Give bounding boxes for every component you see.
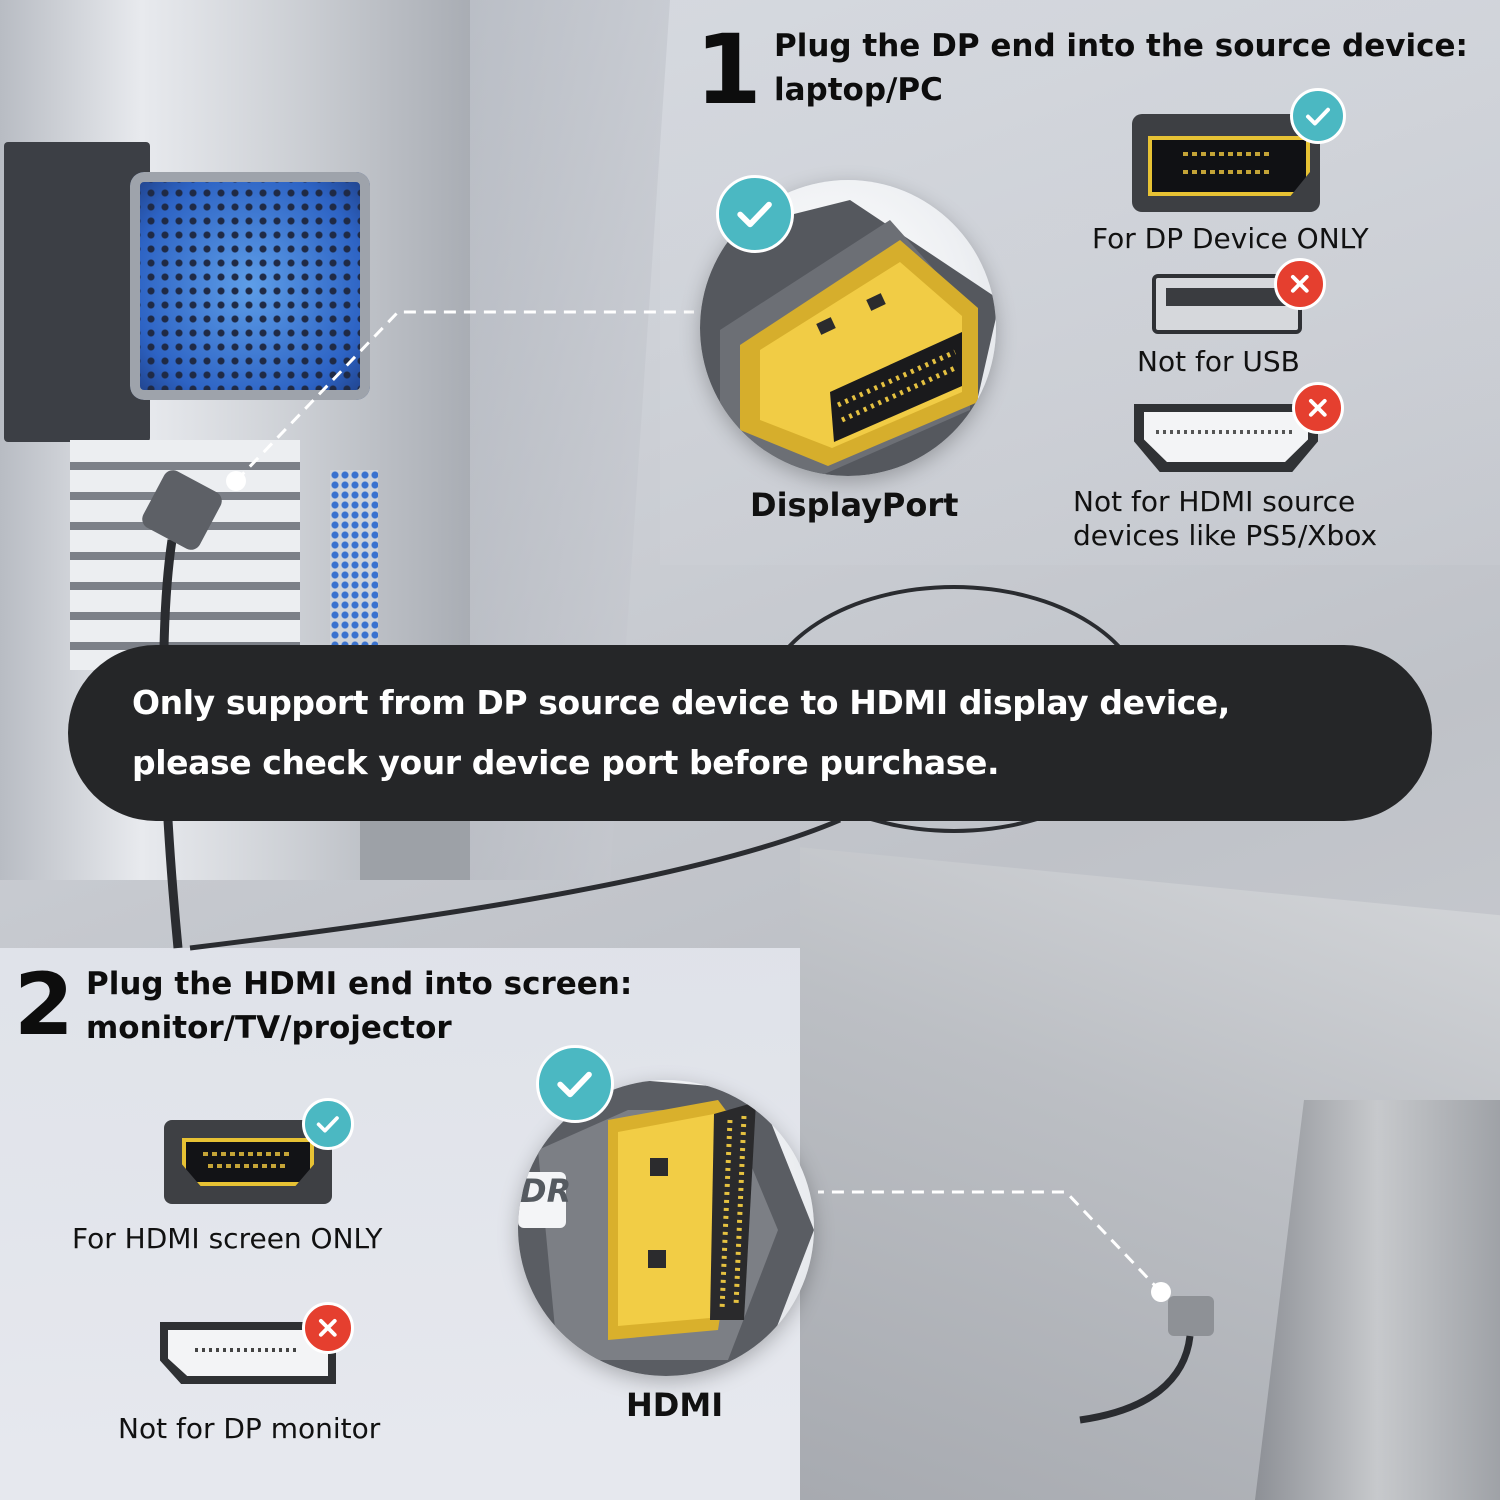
step-2-title-line1: Plug the HDMI end into screen: bbox=[86, 966, 633, 1002]
hdmi-connector-closeup: DR bbox=[518, 1080, 814, 1376]
step-2-title: Plug the HDMI end into screen: monitor/T… bbox=[86, 962, 766, 1050]
step-2-number: 2 bbox=[14, 955, 74, 1055]
notice-line-2: please check your device port before pur… bbox=[132, 743, 1000, 782]
hdmi-logo-fragment: DR bbox=[520, 1172, 572, 1210]
dp-monitor-cross-icon bbox=[302, 1302, 354, 1354]
hdmi-connector-check-icon bbox=[536, 1045, 614, 1123]
displayport-connector-icon bbox=[700, 200, 996, 476]
step-1-number: 1 bbox=[695, 14, 762, 126]
displayport-port-icon bbox=[1132, 114, 1320, 212]
pc-blue-mesh-vent bbox=[330, 470, 378, 670]
step-1-title: Plug the DP end into the source device: … bbox=[774, 24, 1494, 112]
compatibility-notice: Only support from DP source device to HD… bbox=[68, 645, 1432, 821]
usb-cross-icon bbox=[1274, 258, 1326, 310]
not-for-hdmi-source-caption: Not for HDMI source devices like PS5/Xbo… bbox=[1073, 485, 1377, 553]
hdmi-screen-check-icon bbox=[302, 1098, 354, 1150]
dp-port-check-icon bbox=[1290, 88, 1346, 144]
not-for-hdmi-source-line2: devices like PS5/Xbox bbox=[1073, 519, 1378, 552]
not-for-usb-caption: Not for USB bbox=[1137, 345, 1300, 378]
step-2-title-line2: monitor/TV/projector bbox=[86, 1010, 452, 1046]
notice-line-1: Only support from DP source device to HD… bbox=[132, 683, 1230, 722]
hdmi-source-cross-icon bbox=[1292, 382, 1344, 434]
notice-text: Only support from DP source device to HD… bbox=[132, 673, 1392, 793]
monitor-stand bbox=[1255, 1100, 1500, 1500]
hdmi-port-icon bbox=[1134, 404, 1318, 472]
dp-device-only-caption: For DP Device ONLY bbox=[1092, 222, 1369, 255]
step-1-title-line2: laptop/PC bbox=[774, 72, 943, 108]
hdmi-connector-icon bbox=[518, 1080, 814, 1376]
not-for-hdmi-source-line1: Not for HDMI source bbox=[1073, 485, 1356, 518]
not-for-dp-monitor-caption: Not for DP monitor bbox=[118, 1412, 381, 1445]
pc-rear-io-panel bbox=[4, 142, 150, 442]
pc-case-foot bbox=[360, 820, 470, 880]
hdmi-label: HDMI bbox=[626, 1386, 724, 1424]
step-1-title-line1: Plug the DP end into the source device: bbox=[774, 28, 1468, 64]
displayport-label: DisplayPort bbox=[750, 486, 959, 524]
hdmi-screen-only-caption: For HDMI screen ONLY bbox=[72, 1222, 383, 1255]
displayport-check-icon bbox=[716, 175, 794, 253]
